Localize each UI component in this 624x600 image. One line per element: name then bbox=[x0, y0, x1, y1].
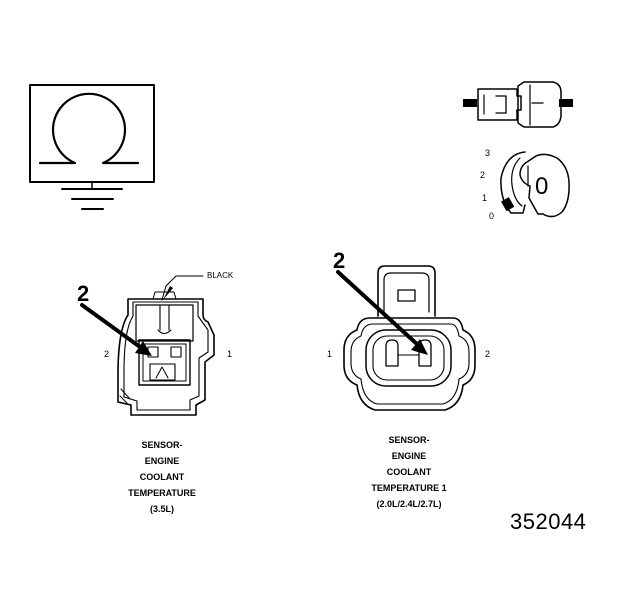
caption-2-0l-2-4l-2-7l: SENSOR- ENGINE COOLANT TEMPERATURE 1 (2.… bbox=[352, 432, 466, 512]
caption-3-5l: SENSOR- ENGINE COOLANT TEMPERATURE (3.5L… bbox=[110, 437, 214, 517]
key-icon bbox=[519, 153, 570, 218]
caption-line: ENGINE bbox=[144, 456, 180, 466]
callout-right: 2 bbox=[333, 248, 346, 273]
pin-label-left-2: 2 bbox=[104, 349, 110, 359]
caption-line: SENSOR- bbox=[388, 435, 430, 445]
position-label-3: 3 bbox=[485, 148, 491, 158]
caption-line: (3.5L) bbox=[149, 504, 174, 514]
connector-plug-icon bbox=[463, 81, 573, 128]
callout-arrow-right bbox=[336, 270, 428, 355]
caption-line: COOLANT bbox=[139, 472, 185, 482]
figure-number: 352044 bbox=[510, 509, 587, 534]
key-socket-icon bbox=[500, 151, 526, 214]
key-glyph: 0 bbox=[535, 173, 549, 200]
callout-left: 2 bbox=[77, 281, 90, 306]
position-label-1: 1 bbox=[482, 193, 488, 203]
color-tag: BLACK bbox=[207, 271, 234, 280]
caption-line: TEMPERATURE bbox=[128, 488, 196, 498]
caption-line: SENSOR- bbox=[141, 440, 183, 450]
caption-line: (2.0L/2.4L/2.7L) bbox=[376, 499, 442, 509]
connector-3-5l bbox=[117, 291, 215, 416]
callout-arrow-left bbox=[80, 303, 152, 356]
position-label-2: 2 bbox=[480, 170, 486, 180]
sensor-symbol bbox=[29, 84, 155, 190]
pin-label-left-1: 1 bbox=[227, 349, 233, 359]
black-tag-leader bbox=[161, 275, 204, 301]
position-label-0: 0 bbox=[489, 211, 495, 221]
ground-icon bbox=[61, 188, 123, 210]
pin-label-right-1: 1 bbox=[327, 349, 333, 359]
pin-label-right-2: 2 bbox=[485, 349, 491, 359]
caption-line: TEMPERATURE 1 bbox=[371, 483, 447, 493]
caption-line: COOLANT bbox=[386, 467, 432, 477]
caption-line: ENGINE bbox=[391, 451, 427, 461]
